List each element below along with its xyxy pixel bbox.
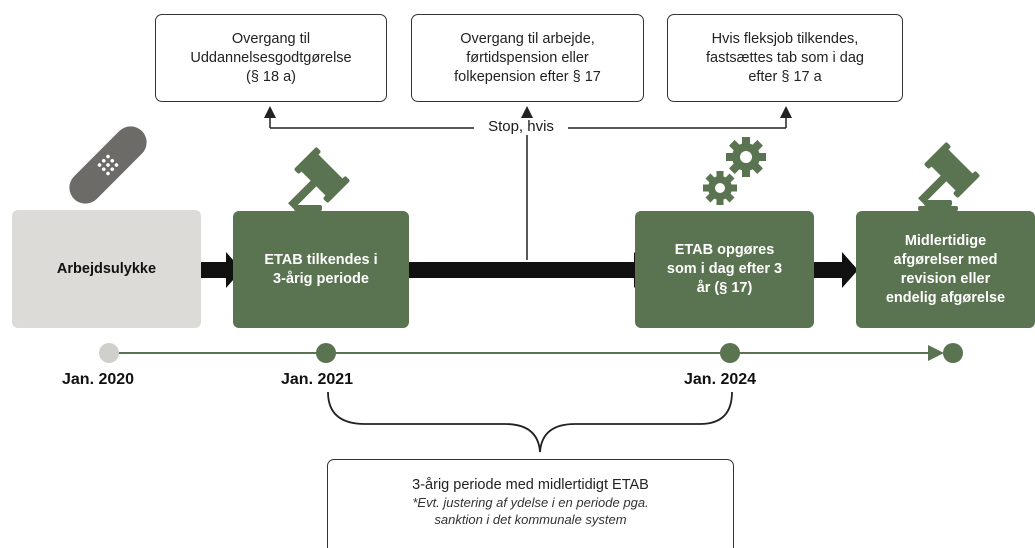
timeline-dot-end [943,343,963,363]
stage-label: år (§ 17) [696,280,753,296]
box-uddannelse: Overgang til Uddannelsesgodtgørelse (§ 1… [155,14,387,102]
box-uddannelse-line: Uddannelsesgodtgørelse [190,49,352,66]
stage-arbejdsulykke: Arbejdsulykke [12,210,201,328]
stage-label: revision eller [900,270,991,287]
period-box: 3-årig periode med midlertidigt ETAB *Ev… [327,459,734,548]
stage-label: som i dag efter 3 [666,261,783,277]
stage-label: 3-årig periode [273,270,369,287]
stage-label: afgørelser med [893,251,998,268]
box-arbejde-line: førtidspension eller [466,49,589,66]
box-fleksjob: Hvis fleksjob tilkendes, fastsættes tab … [667,14,903,102]
stage-midlertidige: Midlertidige afgørelser med revision ell… [856,211,1035,328]
box-fleksjob-line: fastsættes tab som i dag [706,49,864,66]
period-title: 3-årig periode med midlertidigt ETAB [412,477,649,493]
stage-etab-tilkendes: ETAB tilkendes i 3-årig periode [233,211,409,328]
period-note: *Evt. justering af ydelse i en periode p… [412,495,649,510]
box-uddannelse-line: Overgang til [231,30,311,47]
timeline-line [99,343,963,363]
box-arbejde-line: Overgang til arbejde, [460,30,595,47]
timeline-date-2024: Jan. 2024 [684,371,757,388]
period-note: sanktion i det kommunale system [434,512,627,527]
period-brace [327,391,733,453]
stop-bracket [264,106,792,260]
stop-label: Stop, hvis [474,118,568,135]
timeline-dot-2021 [316,343,336,363]
stage-etab-opgoeres: ETAB opgøres som i dag efter 3 år (§ 17) [635,211,814,328]
stage-label: ETAB tilkendes i [264,251,378,268]
stage-label: Midlertidige [904,232,987,249]
box-fleksjob-line: Hvis fleksjob tilkendes, [711,30,859,47]
timeline-date-2021: Jan. 2021 [281,371,354,388]
stage-label: Arbejdsulykke [56,260,157,277]
timeline-dot-2020 [99,343,119,363]
box-arbejde-line: folkepension efter § 17 [454,68,601,85]
timeline-date-2020: Jan. 2020 [62,371,135,388]
box-arbejde: Overgang til arbejde, førtidspension ell… [411,14,644,102]
box-uddannelse-line: (§ 18 a) [246,68,296,85]
stage-label: endelig afgørelse [885,289,1006,306]
timeline-dot-2024 [720,343,740,363]
box-fleksjob-line: efter § 17 a [748,68,822,85]
stage-label: ETAB opgøres [674,242,775,258]
